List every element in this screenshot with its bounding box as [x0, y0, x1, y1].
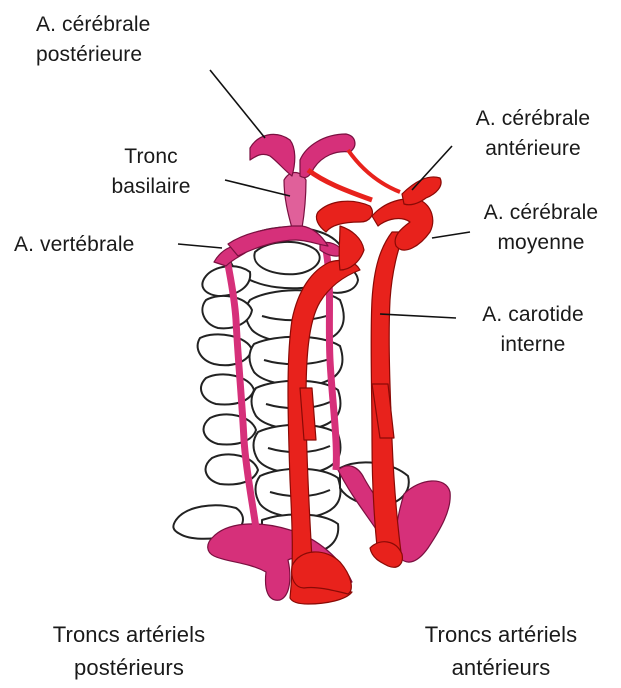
label-anterior-cerebral-line1: A. cérébrale [458, 104, 608, 134]
label-anterior-trunks: Troncs artériels antérieurs [396, 618, 606, 684]
label-vertebral: A. vertébrale [14, 230, 134, 260]
label-posterior-trunks-line1: Troncs artériels [24, 618, 234, 651]
leader-internal-carotid [380, 314, 456, 318]
label-anterior-trunks-line1: Troncs artériels [396, 618, 606, 651]
label-anterior-cerebral-line2: antérieure [458, 134, 608, 164]
label-internal-carotid: A. carotide interne [458, 300, 608, 360]
label-posterior-trunks-line2: postérieurs [24, 651, 234, 684]
label-posterior-cerebral: A. cérébrale postérieure [36, 10, 150, 70]
leader-basilar-trunk [225, 180, 290, 196]
label-anterior-trunks-line2: antérieurs [396, 651, 606, 684]
label-anterior-cerebral: A. cérébrale antérieure [458, 104, 608, 164]
label-basilar-trunk-line1: Tronc [96, 142, 206, 172]
label-internal-carotid-line2: interne [458, 330, 608, 360]
label-vertebral-line1: A. vertébrale [14, 230, 134, 260]
label-posterior-cerebral-line1: A. cérébrale [36, 10, 150, 40]
label-internal-carotid-line1: A. carotide [458, 300, 608, 330]
label-basilar-trunk: Tronc basilaire [96, 142, 206, 202]
leader-posterior-cerebral [210, 70, 265, 138]
label-middle-cerebral-line2: moyenne [466, 228, 616, 258]
label-posterior-cerebral-line2: postérieure [36, 40, 150, 70]
label-middle-cerebral-line1: A. cérébrale [466, 198, 616, 228]
leader-vertebral [178, 244, 222, 248]
label-posterior-trunks: Troncs artériels postérieurs [24, 618, 234, 684]
label-middle-cerebral: A. cérébrale moyenne [466, 198, 616, 258]
label-basilar-trunk-line2: basilaire [96, 172, 206, 202]
leader-middle-cerebral [432, 232, 470, 238]
